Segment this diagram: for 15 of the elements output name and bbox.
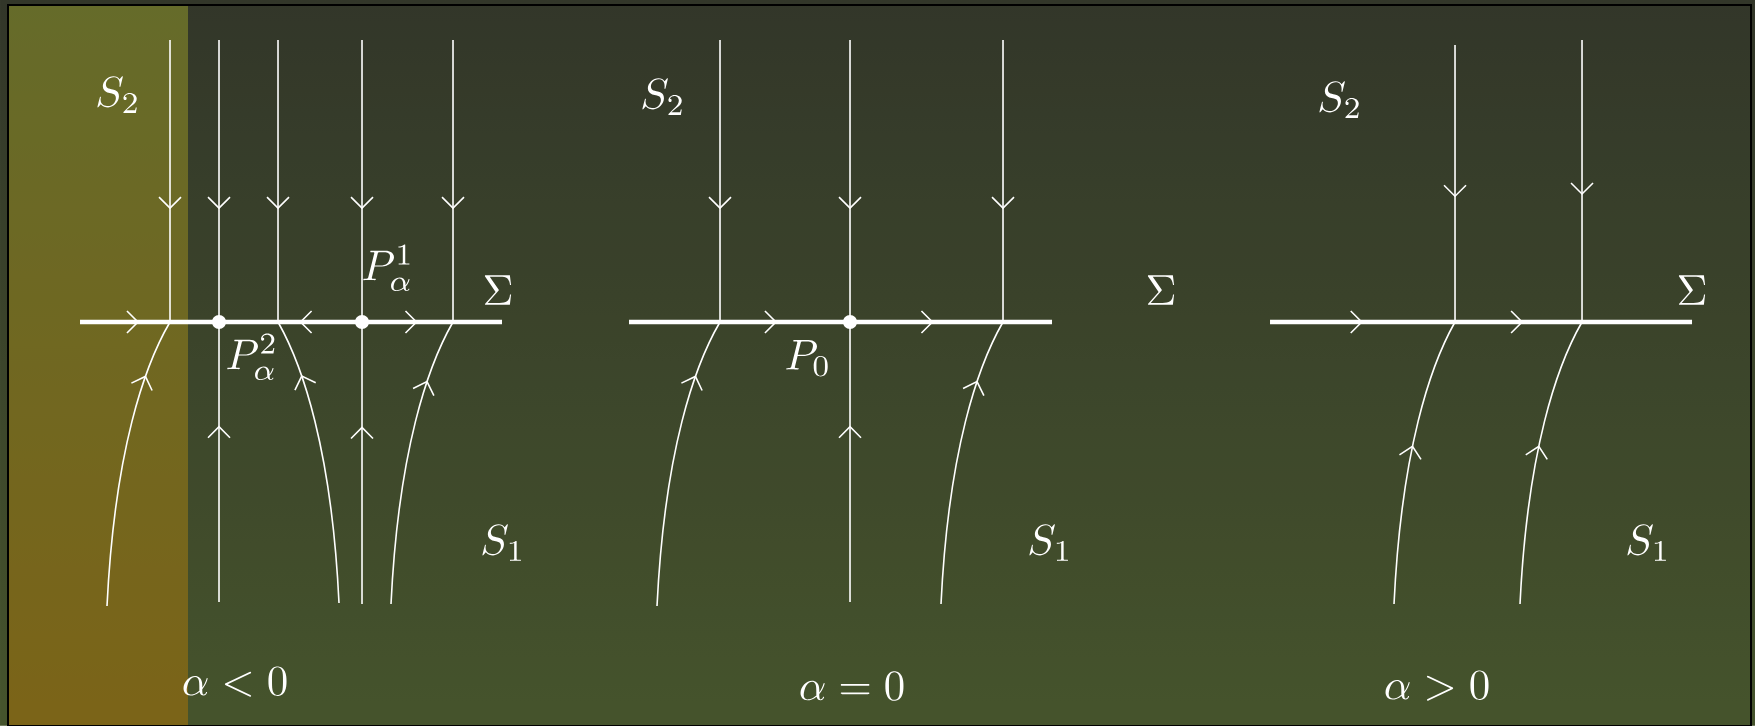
region-label: $S_1$ — [482, 524, 521, 561]
section-label: $\Sigma$ — [1147, 275, 1175, 305]
parameter-label: $\alpha < 0$ — [183, 666, 287, 697]
region-label: $S_2$ — [642, 78, 682, 115]
parameter-label: $\alpha = 0$ — [800, 671, 904, 701]
section-label: $\Sigma$ — [484, 275, 512, 305]
section-label: $\Sigma$ — [1678, 275, 1706, 305]
parameter-label: $\alpha > 0$ — [1385, 670, 1489, 701]
region-label: $S_2$ — [97, 76, 137, 113]
point-label: $P_\alpha^2$ — [227, 333, 275, 381]
region-label: $S_1$ — [1627, 524, 1666, 561]
point-label: $P_0$ — [786, 340, 828, 377]
region-label: $S_1$ — [1029, 524, 1068, 561]
region-label: $S_2$ — [1319, 81, 1359, 118]
point-label: $P_\alpha^1$ — [363, 244, 410, 292]
